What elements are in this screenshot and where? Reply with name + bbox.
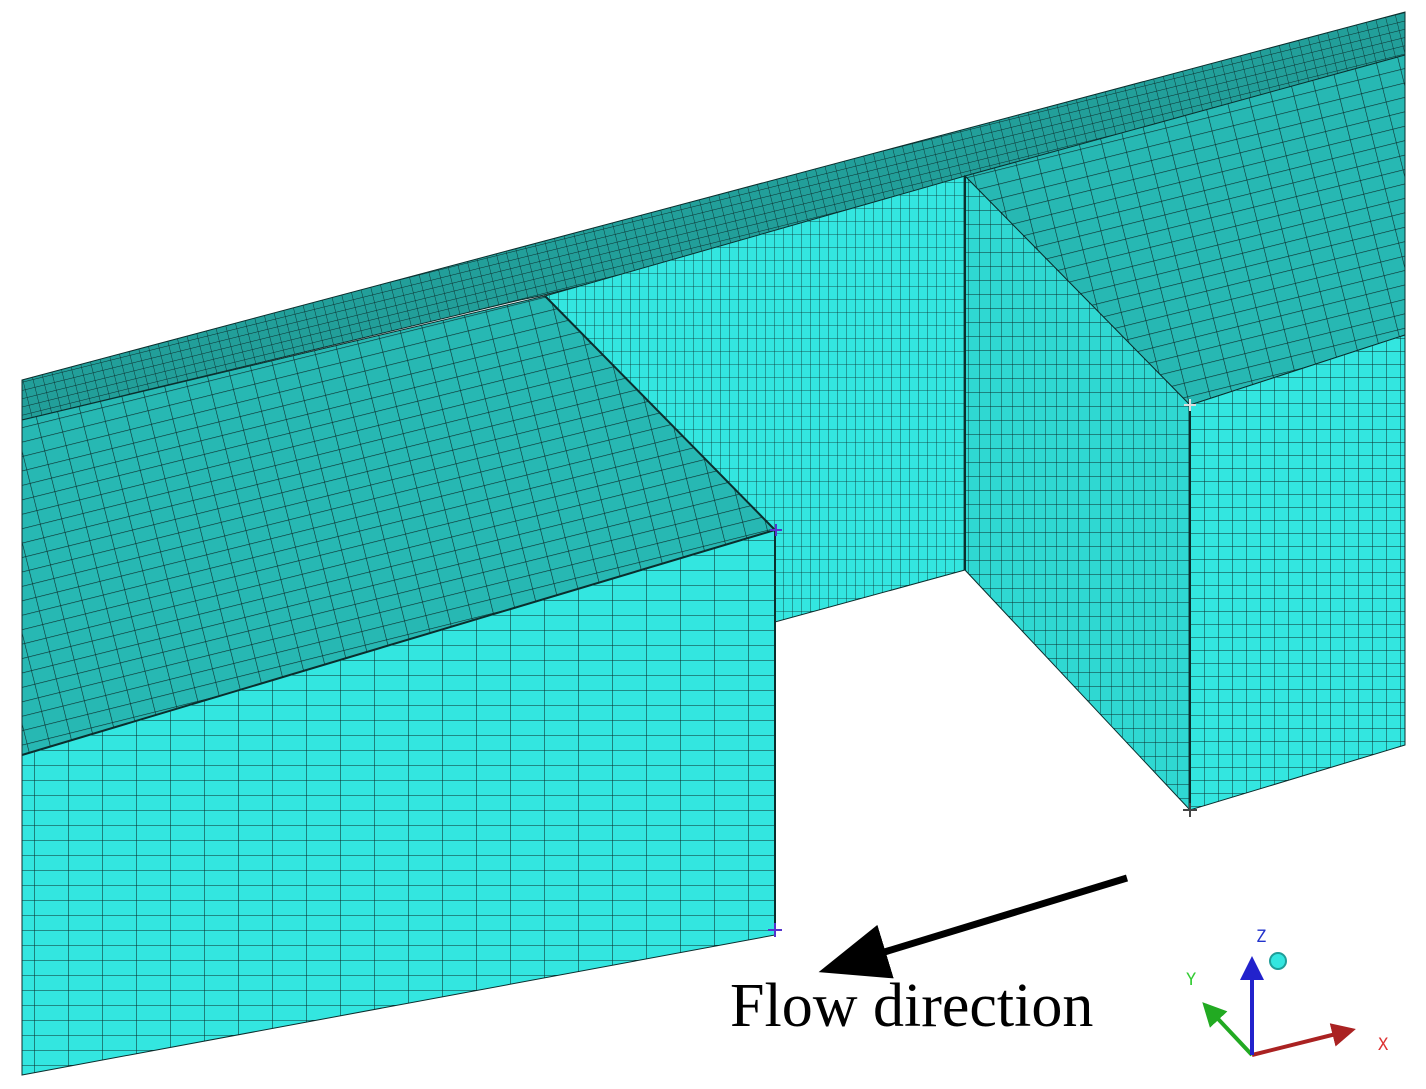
flow-direction-label: Flow direction [730, 972, 1094, 1040]
node-marker-top [770, 524, 782, 536]
node-marker-bottom [768, 923, 782, 937]
z-axis-label: Z [1256, 927, 1266, 947]
node-marker-right [1183, 803, 1197, 817]
origin-sphere-icon [1269, 952, 1287, 970]
y-axis-arrow [1202, 1002, 1254, 1057]
node-markers [768, 399, 1197, 937]
mesh-edges [21, 176, 1191, 935]
node-marker-corner [1184, 399, 1196, 411]
y-axis-label: Y [1186, 970, 1196, 990]
right-block-front-face [1189, 334, 1406, 811]
axis-triad: X Y Z [1186, 927, 1389, 1057]
x-axis-arrow [1251, 1023, 1356, 1057]
x-axis-label: X [1378, 1035, 1389, 1055]
flow-direction-arrow [818, 874, 1129, 979]
